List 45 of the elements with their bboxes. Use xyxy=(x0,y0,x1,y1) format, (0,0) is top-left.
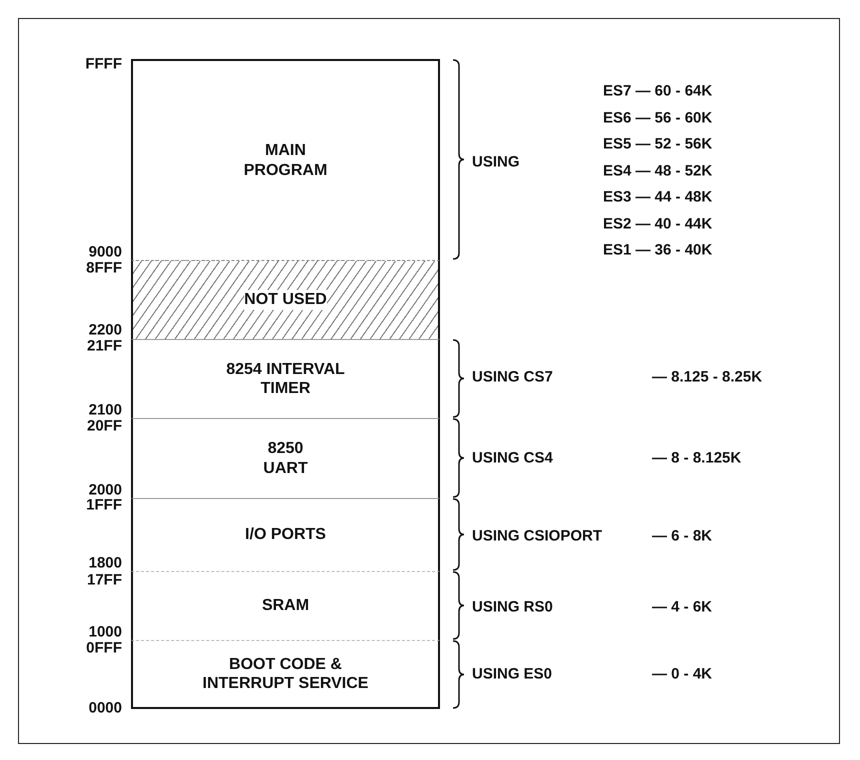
address-label: 8FFF xyxy=(86,260,122,276)
address-label: 2200 xyxy=(88,322,122,338)
address-label: 1000 xyxy=(88,624,122,640)
chip-select-label: USING RS0 xyxy=(472,598,553,616)
address-label: 17FF xyxy=(86,572,122,588)
address-range-label: ES2 — 40 - 44K xyxy=(603,216,712,232)
address-range-label: ES7 — 60 - 64K xyxy=(603,82,712,100)
address-range-label: ES5 — 52 - 56K xyxy=(603,136,712,152)
address-range-label: ES6 — 56 - 60K xyxy=(603,110,712,126)
range-label: — 4 - 6K xyxy=(652,598,712,616)
region-label: 8250 UART xyxy=(262,439,309,478)
address-label: FFFF xyxy=(85,56,122,72)
region-label: NOT USED xyxy=(244,290,327,310)
chip-select-label: USING CS7 xyxy=(472,368,553,386)
range-label: — 8 - 8.125K xyxy=(652,450,742,466)
address-label: 2100 xyxy=(88,402,122,418)
address-label: 20FF xyxy=(86,418,122,434)
memory-region xyxy=(131,418,440,498)
memory-region xyxy=(131,640,440,709)
address-label: 1800 xyxy=(88,554,122,572)
hatched-memory-region xyxy=(131,260,440,339)
address-label: 1FFF xyxy=(86,496,122,514)
address-range-label: ES4 — 48 - 52K xyxy=(603,162,712,180)
range-label: — 8.125 - 8.25K xyxy=(652,368,762,386)
address-label: 0FFF xyxy=(86,640,122,656)
region-label: 8254 INTERVAL TIMER xyxy=(225,360,346,398)
address-label: 9000 xyxy=(88,244,122,260)
range-label: — 6 - 8K xyxy=(652,528,712,544)
address-label: 0000 xyxy=(88,700,122,716)
address-range-label: ES1 — 36 - 40K xyxy=(603,242,712,258)
memory-region xyxy=(131,498,440,571)
region-label: MAIN PROGRAM xyxy=(242,141,328,180)
chip-select-label: USING CS4 xyxy=(472,450,553,466)
chip-select-label: USING CSIOPORT xyxy=(472,528,602,544)
range-label: — 0 - 4K xyxy=(652,666,712,682)
chip-select-label: USING ES0 xyxy=(472,666,552,682)
address-label: 21FF xyxy=(86,338,122,354)
memory-region xyxy=(131,571,440,640)
memory-region xyxy=(131,339,440,418)
address-label: 2000 xyxy=(88,482,122,498)
region-label: I/O PORTS xyxy=(245,525,326,545)
address-range-label: ES3 — 44 - 48K xyxy=(603,188,712,206)
region-label: SRAM xyxy=(262,596,310,616)
chip-select-label: USING xyxy=(472,154,520,170)
region-label: BOOT CODE & INTERRUPT SERVICE xyxy=(202,654,370,694)
